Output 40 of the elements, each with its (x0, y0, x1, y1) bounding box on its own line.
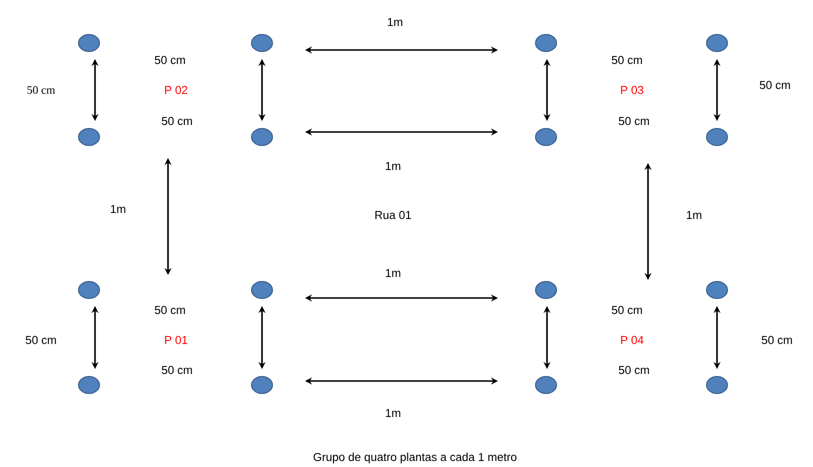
dimension-label: 1m (386, 162, 400, 170)
dimension-label: 1m (388, 18, 402, 26)
dimension-label: 1m (386, 269, 400, 277)
dimension-label: P 01 (165, 336, 188, 344)
plant-dot (78, 128, 100, 146)
dimension-label: 50 cm (618, 116, 649, 126)
dimension-label: P 04 (621, 336, 644, 344)
plant-dot (535, 128, 557, 146)
plant-dot (78, 34, 100, 52)
dimension-label: 50 cm (618, 366, 649, 374)
plant-dot (535, 34, 557, 52)
plant-dot (535, 281, 557, 299)
dimension-label: 50 cm (762, 336, 792, 344)
plant-dot (706, 128, 728, 146)
dimension-label: P 02 (165, 86, 188, 94)
plant-dot (535, 376, 557, 394)
dimension-label: 50 cm (154, 56, 185, 64)
dimension-label: 50 cm (26, 336, 56, 344)
dimension-label: 1m (686, 211, 702, 219)
dimension-label: Rua 01 (375, 210, 411, 220)
dimension-label: 50 cm (27, 86, 56, 94)
plant-dot (706, 34, 728, 52)
plant-dot (78, 281, 100, 299)
dimension-label: 1m (110, 205, 126, 213)
caption: Grupo de quatro plantas a cada 1 metro (314, 452, 516, 464)
plant-dot (706, 281, 728, 299)
dimension-label: 1m (386, 409, 400, 417)
dimension-label: 50 cm (612, 56, 642, 64)
plant-dot (251, 128, 273, 146)
dimension-label: P 03 (621, 86, 644, 94)
plant-dot (251, 281, 273, 299)
dimension-label: 50 cm (612, 306, 642, 314)
plant-dot (251, 34, 273, 52)
plant-dot (78, 376, 100, 394)
dimension-label: 50 cm (162, 366, 192, 374)
plant-dot (706, 376, 728, 394)
dimension-label: 50 cm (162, 116, 192, 126)
dimension-label: 50 cm (760, 80, 790, 90)
dimension-label: 50 cm (154, 306, 185, 314)
plant-dot (251, 376, 273, 394)
